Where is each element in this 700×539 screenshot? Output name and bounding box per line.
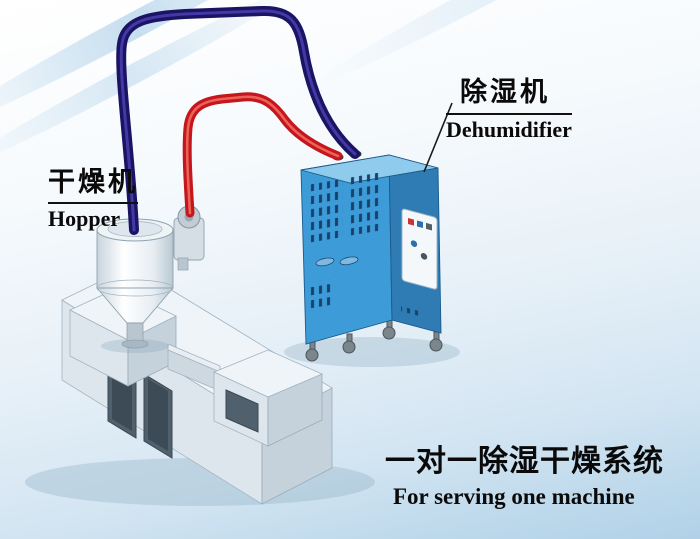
front-oval-badge [315,257,335,267]
panel-indicator [417,220,423,229]
hopper-label: 干燥机 Hopper [48,160,138,232]
system-caption: 一对一除湿干燥系统 For serving one machine [385,436,664,510]
caption-zh: 一对一除湿干燥系统 [385,444,664,479]
housing-panel [225,389,259,433]
hopper-flange [121,339,149,349]
side-vent [401,306,421,322]
dehumidifier-shadow [284,337,460,367]
control-panel [401,208,438,322]
hopper-label-en: Hopper [48,206,121,231]
front-oval-badge [339,256,359,266]
panel-button [420,253,428,260]
panel-button [410,240,418,247]
caster-wheels [305,319,443,362]
return-air-pipe-red [182,92,343,218]
hopper-label-zh: 干燥机 [48,160,138,204]
panel-indicator [408,218,414,226]
machine-door-inset [148,379,168,451]
cabinet-top-face [300,154,439,184]
hopper-band [96,279,174,297]
dehumidifier-label: 除湿机 Dehumidifier [446,70,572,143]
dry-air-pipe-blue [116,5,360,235]
housing-top [212,349,324,398]
dehumidifier-unit [300,150,443,362]
panel-indicator [426,222,432,231]
loader-tube [177,257,189,271]
dehumidifier-label-en: Dehumidifier [446,117,572,142]
hopper-dryer [96,205,205,353]
vent-grille [310,172,380,309]
caption-en: For serving one machine [393,484,635,509]
dehumidifier-label-zh: 除湿机 [446,70,572,115]
